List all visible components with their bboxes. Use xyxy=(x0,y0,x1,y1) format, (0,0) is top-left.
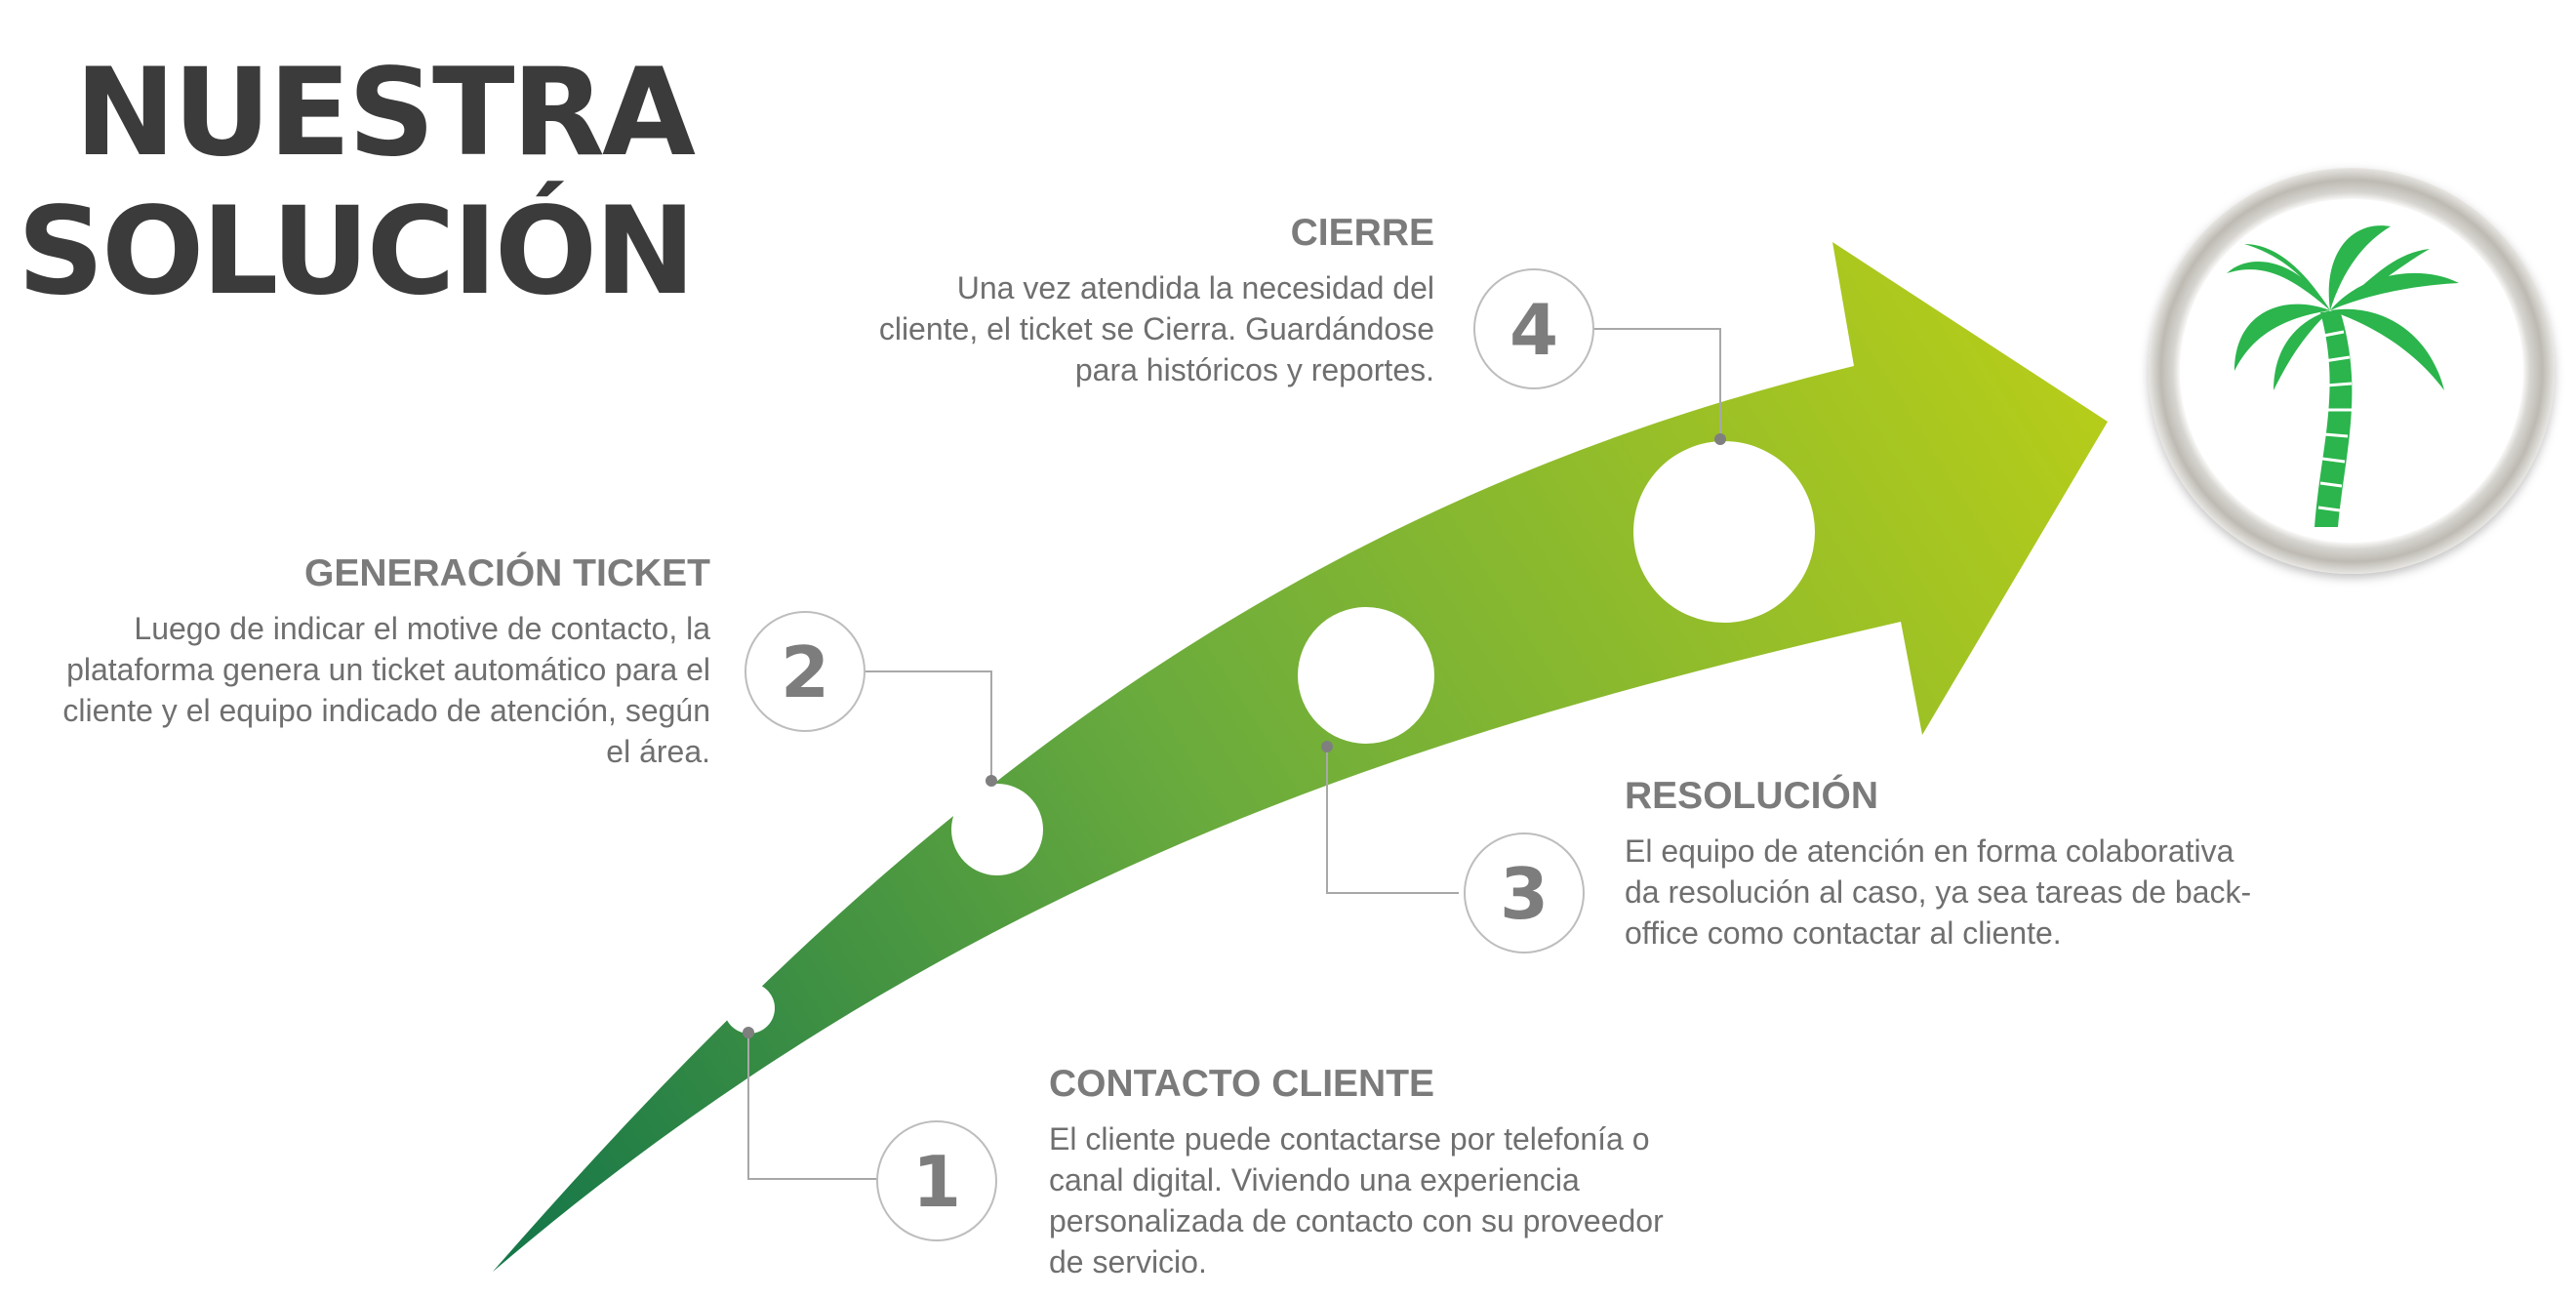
page-title: NUESTRA SOLUCIÓN xyxy=(17,43,696,322)
connector-2 xyxy=(865,670,992,781)
step-heading: CONTACTO CLIENTE xyxy=(1049,1063,1435,1105)
step-badge-1 xyxy=(876,1120,997,1241)
step-description: Luego de indicar el motive de contacto, … xyxy=(62,611,710,769)
step-badge-3 xyxy=(1464,832,1585,954)
palm-tree-icon xyxy=(2227,225,2459,527)
milestone-circle-3 xyxy=(1298,607,1434,744)
step-number-2: 2 xyxy=(781,631,829,713)
milestone-circle-4 xyxy=(1633,441,1815,623)
step-heading: GENERACIÓN TICKET xyxy=(303,552,710,594)
step-number-1: 1 xyxy=(912,1141,961,1223)
connector-dot-4 xyxy=(1714,433,1726,445)
milestone-circle-1 xyxy=(724,983,775,1034)
step-heading: RESOLUCIÓN xyxy=(1625,775,1879,817)
step-number-3: 3 xyxy=(1500,853,1549,935)
step-badge-2 xyxy=(745,611,865,732)
step-contacto-cliente: CONTACTO CLIENTE El cliente puede contac… xyxy=(1049,1062,1673,1282)
step-description: El cliente puede contactarse por telefon… xyxy=(1049,1121,1664,1279)
connector-dot-3 xyxy=(1321,741,1333,752)
connector-3 xyxy=(1326,747,1459,894)
title-line-2: SOLUCIÓN xyxy=(17,182,696,322)
step-number-4: 4 xyxy=(1509,289,1558,371)
step-generacion-ticket: GENERACIÓN TICKET Luego de indicar el mo… xyxy=(59,551,710,772)
step-resolucion: RESOLUCIÓN El equipo de atención en form… xyxy=(1625,774,2259,954)
step-description: El equipo de atención en forma colaborat… xyxy=(1625,833,2252,951)
step-heading: CIERRE xyxy=(1290,212,1434,254)
step-badge-4 xyxy=(1473,268,1594,389)
logo-badge xyxy=(2149,168,2555,574)
connector-dot-2 xyxy=(986,775,997,787)
milestone-circle-2 xyxy=(951,784,1043,875)
connector-dot-1 xyxy=(743,1027,754,1038)
connector-4 xyxy=(1592,328,1721,439)
step-description: Una vez atendida la necesidad del client… xyxy=(878,270,1434,387)
connector-1 xyxy=(747,1032,878,1180)
title-line-1: NUESTRA xyxy=(74,43,696,183)
step-cierre: CIERRE Una vez atendida la necesidad del… xyxy=(859,211,1434,390)
